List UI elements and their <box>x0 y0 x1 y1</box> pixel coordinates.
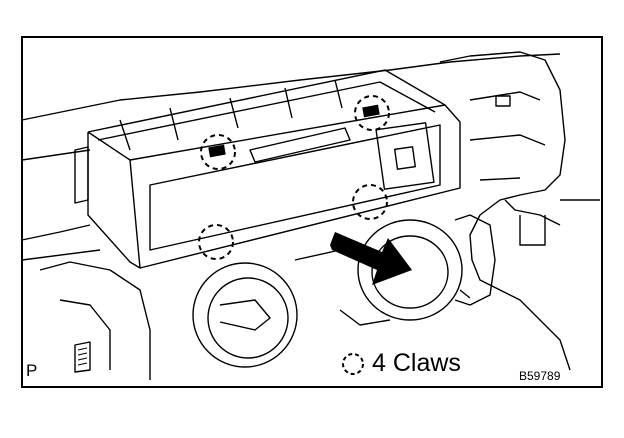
left-vent <box>74 341 91 373</box>
module-inner-top <box>97 81 436 141</box>
right-structure-inner <box>469 91 600 246</box>
module-front-edge <box>129 159 141 269</box>
dash-mid-edge <box>21 149 101 261</box>
right-structure <box>439 51 571 371</box>
figure-frame <box>21 36 603 388</box>
right-round-vent <box>357 219 463 321</box>
right-round-vent-inner <box>371 235 449 309</box>
module-panel <box>149 124 441 251</box>
vent-hatch <box>77 347 88 366</box>
vent-links <box>294 249 391 326</box>
dash-upper-edge <box>21 53 561 121</box>
connector-pin <box>393 146 417 170</box>
legend-text: 4 Claws <box>372 349 461 377</box>
left-round-vent-inner <box>207 277 289 359</box>
claw-2 <box>354 95 390 131</box>
module-top <box>87 69 446 133</box>
figure-code: B59789 <box>519 369 561 383</box>
corner-label: P <box>26 361 38 380</box>
left-tab <box>74 146 89 204</box>
module-ribs <box>119 79 343 151</box>
right-bracket <box>454 214 496 306</box>
small-clip <box>495 95 511 107</box>
left-round-vent <box>192 262 298 368</box>
left-vent-notch <box>219 299 271 331</box>
claw-1 <box>200 134 236 170</box>
left-structure <box>21 224 151 380</box>
module-outline <box>87 104 461 269</box>
connector <box>375 122 435 190</box>
legend: 4 Claws <box>340 349 461 378</box>
dashed-circle-icon <box>342 352 364 375</box>
claw-4 <box>352 184 388 220</box>
module-slot <box>249 127 351 163</box>
removal-arrow <box>330 232 412 285</box>
claw-2-tab <box>362 104 380 118</box>
claw-3 <box>198 224 234 260</box>
claw-1-tab <box>208 144 226 158</box>
